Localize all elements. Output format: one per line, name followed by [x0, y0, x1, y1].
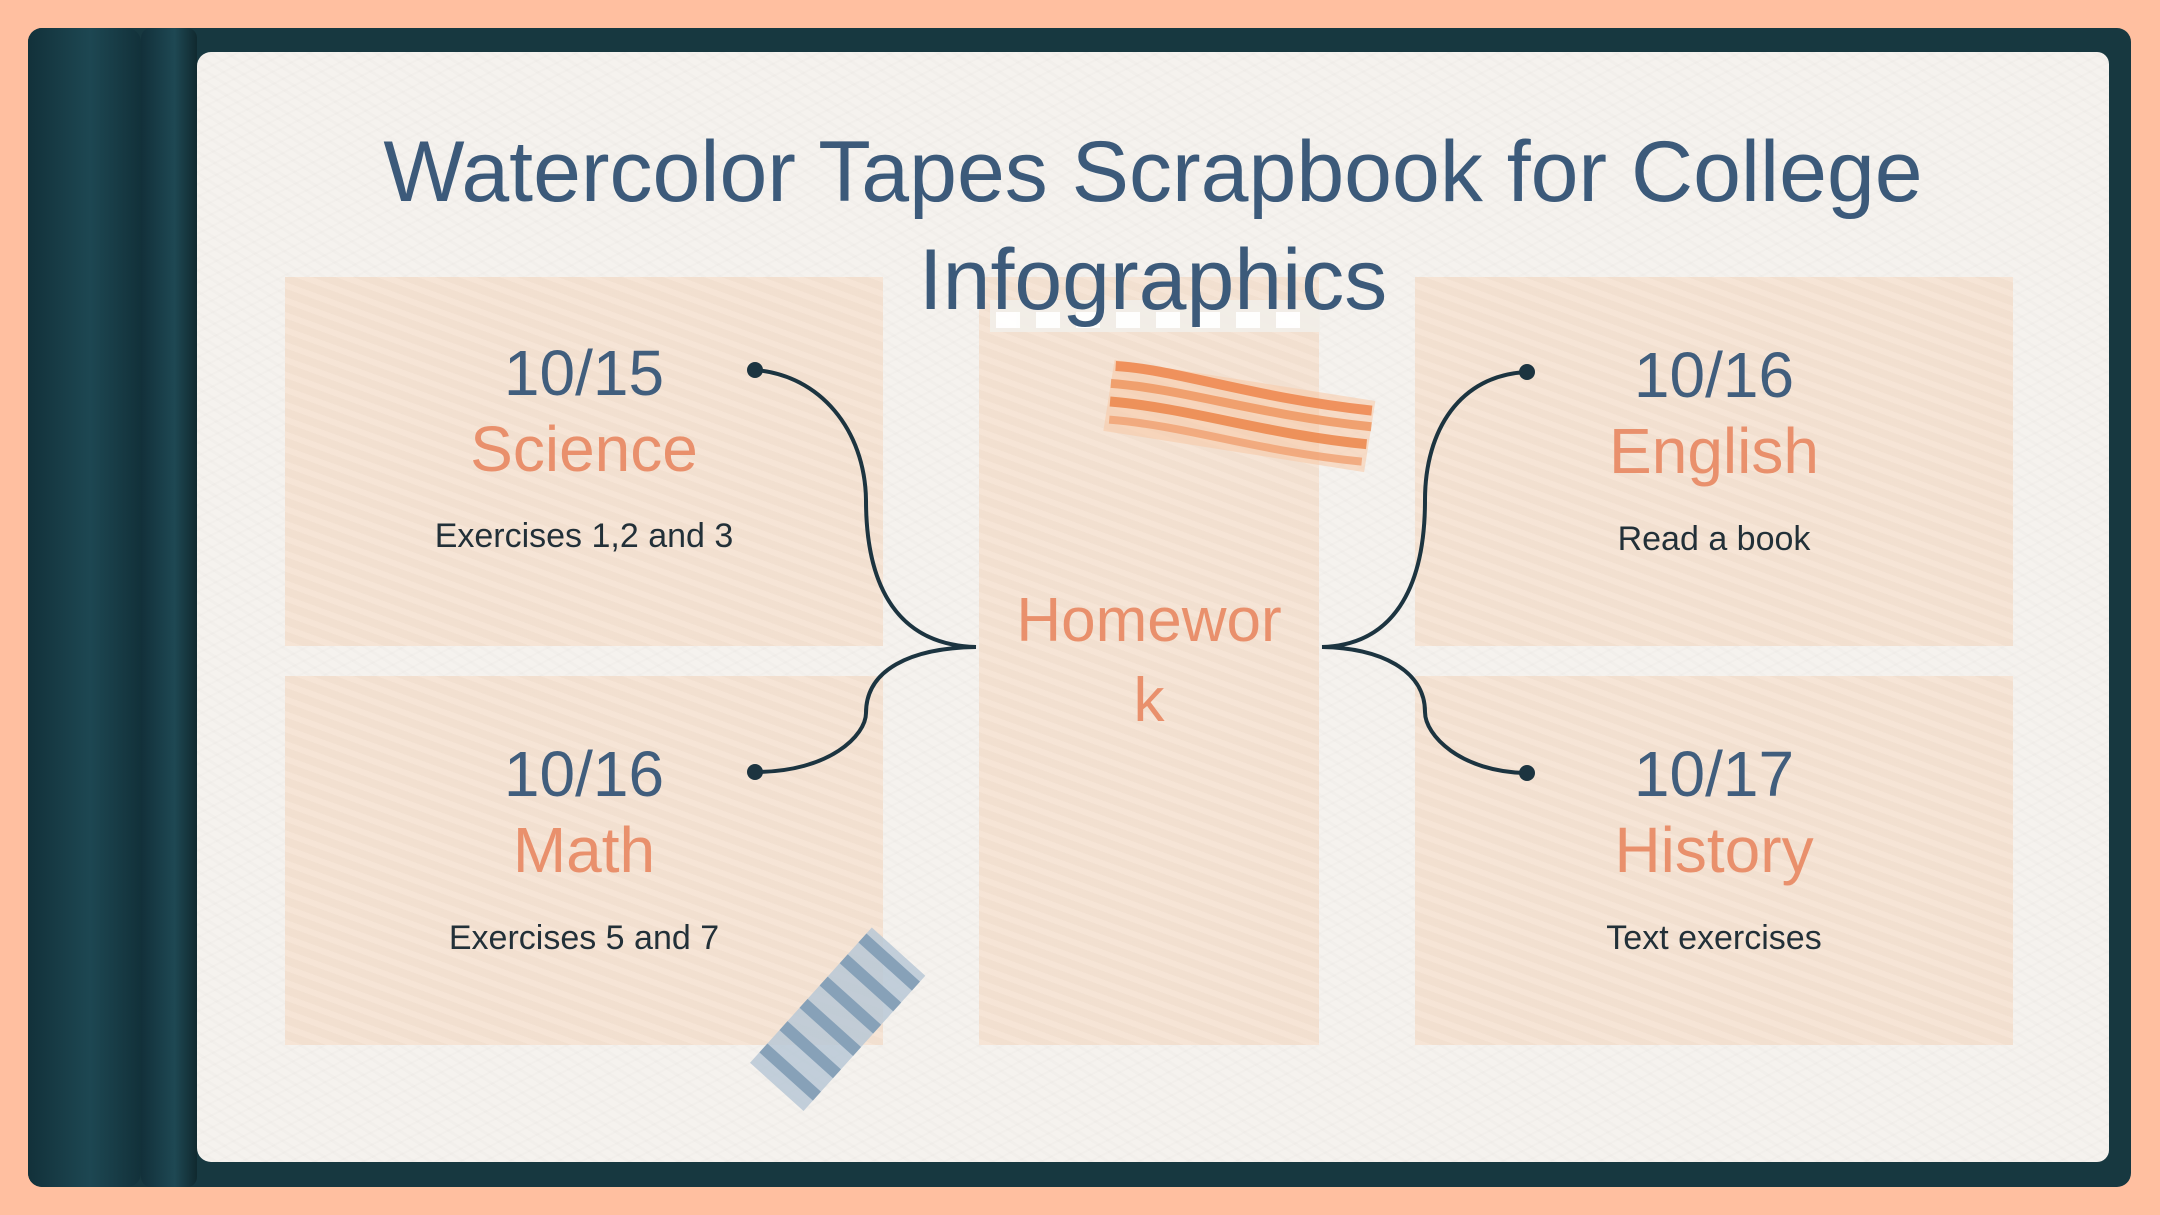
book-spine [28, 28, 141, 1187]
card-subject: English [1609, 415, 1819, 487]
book-spine-inner [141, 28, 197, 1187]
card-date: 10/16 [503, 738, 665, 810]
card-task: Exercises 5 and 7 [448, 919, 720, 957]
card-science: 10/15 Science Exercises 1,2 and 3 [285, 277, 883, 646]
card-task: Text exercises [1606, 919, 1822, 957]
card-english: 10/16 English Read a book [1415, 277, 2013, 646]
card-subject: Math [512, 814, 656, 886]
page-title: Watercolor Tapes Scrapbook for College I… [383, 124, 1923, 328]
card-history: 10/17 History Text exercises [1415, 676, 2013, 1045]
card-date: 10/17 [1633, 738, 1795, 810]
orange-striped-tape [1103, 359, 1376, 473]
blue-striped-tape [750, 927, 926, 1111]
card-task: Read a book [1617, 520, 1811, 558]
card-task: Exercises 1,2 and 3 [434, 517, 734, 555]
card-date: 10/15 [503, 337, 665, 409]
card-subject: History [1614, 814, 1814, 886]
center-label: Homework [1016, 586, 1282, 735]
white-dotted-tape [990, 300, 1320, 332]
card-subject: Science [470, 413, 698, 485]
card-date: 10/16 [1633, 339, 1795, 411]
